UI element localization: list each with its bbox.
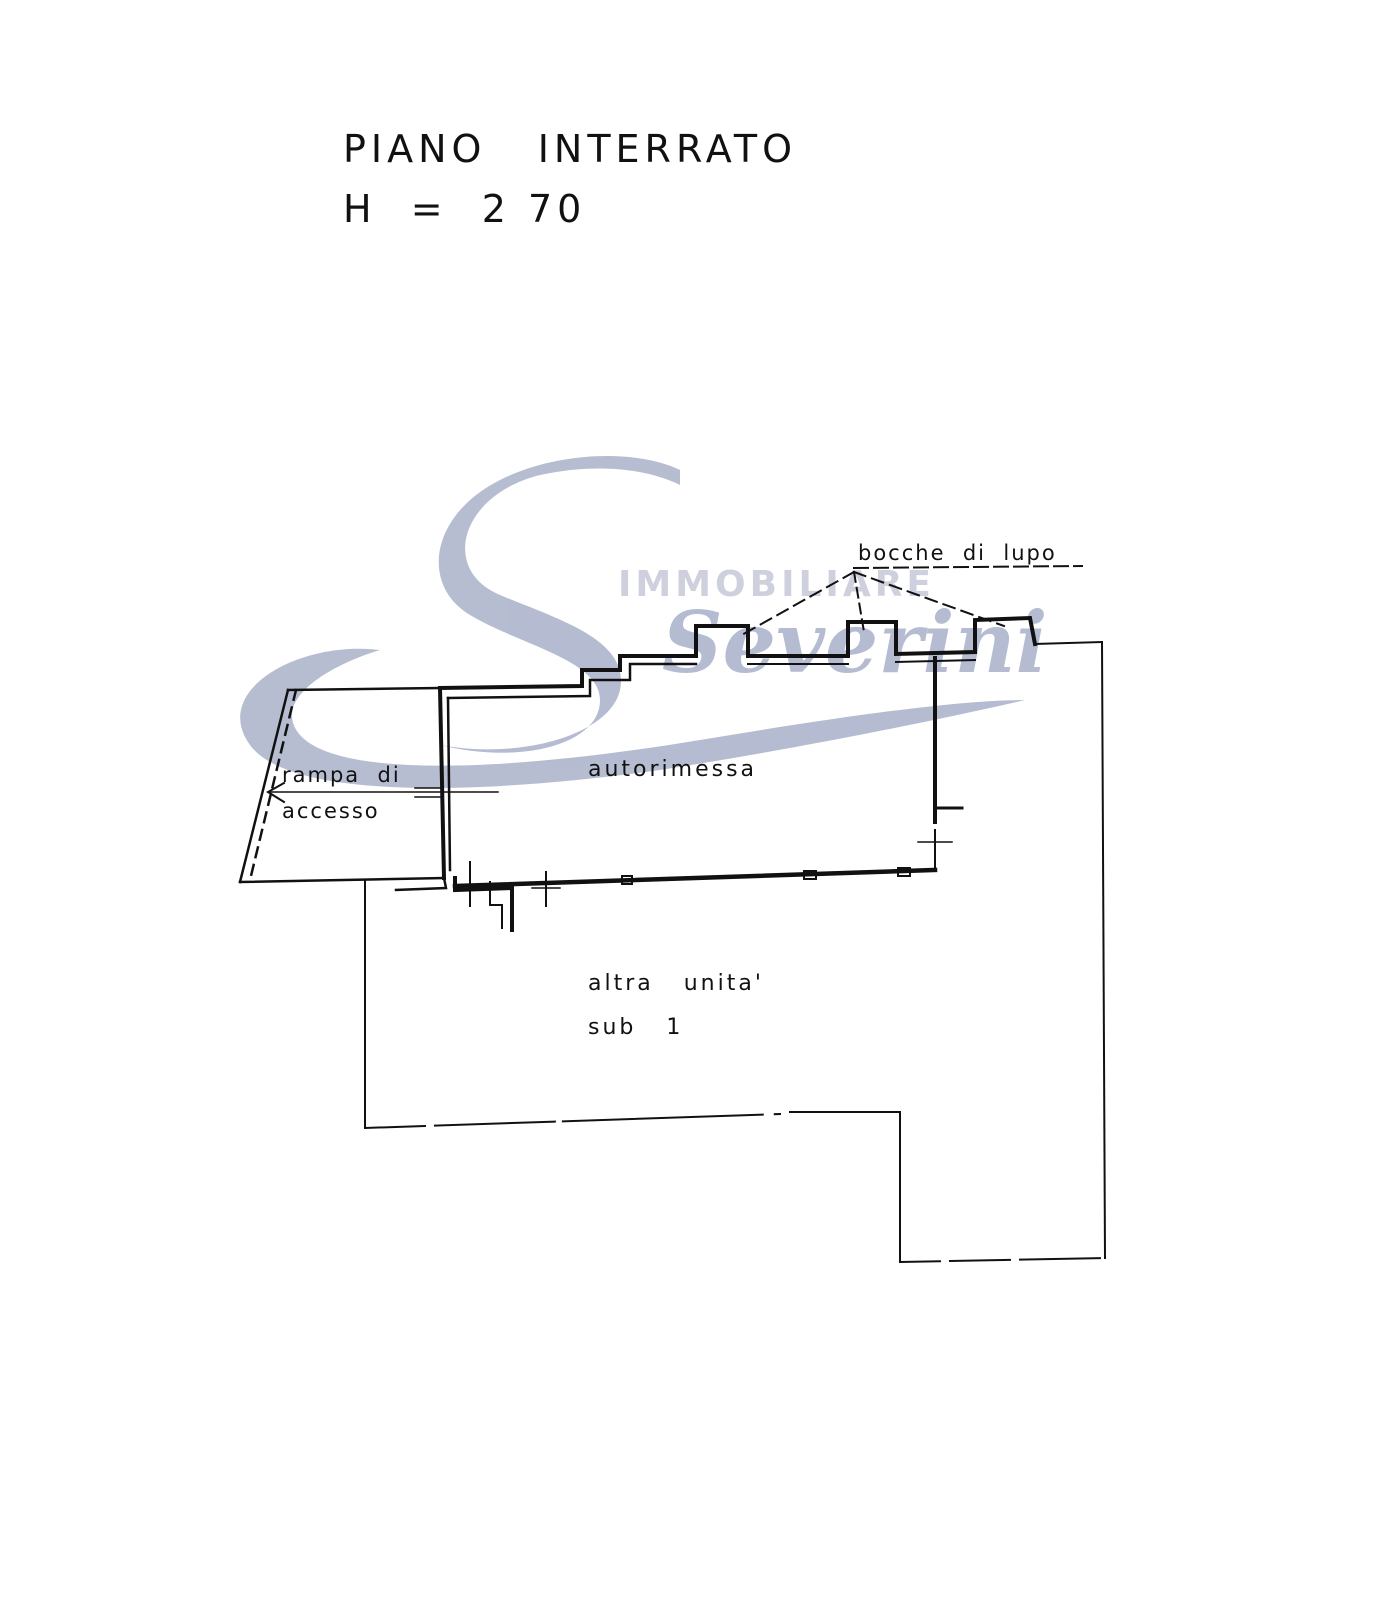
annotation-ramp-line1: rampa di — [282, 763, 401, 787]
plan-title: PIANO INTERRATO — [343, 127, 797, 171]
height-label: H = 2 70 — [343, 187, 586, 231]
annotation-light-wells: bocche di lupo — [858, 541, 1057, 565]
other-unit-outline — [363, 640, 1107, 1264]
light-wells-leaders — [738, 564, 1084, 638]
watermark-subtitle: IMMOBILIARE — [618, 564, 935, 605]
annotation-ramp-line2: accesso — [282, 799, 380, 823]
garage-walls — [437, 615, 1038, 932]
watermark-swoosh — [240, 648, 1026, 788]
room-label-sub: sub 1 — [588, 1015, 683, 1040]
room-label-garage: autorimessa — [588, 757, 757, 782]
watermark-s — [438, 456, 680, 753]
watermark: IMMOBILIARE Severini — [240, 456, 1048, 788]
access-ramp — [238, 686, 499, 892]
room-label-other-unit: altra unita' — [588, 971, 764, 996]
watermark-script: Severini — [662, 593, 1048, 692]
